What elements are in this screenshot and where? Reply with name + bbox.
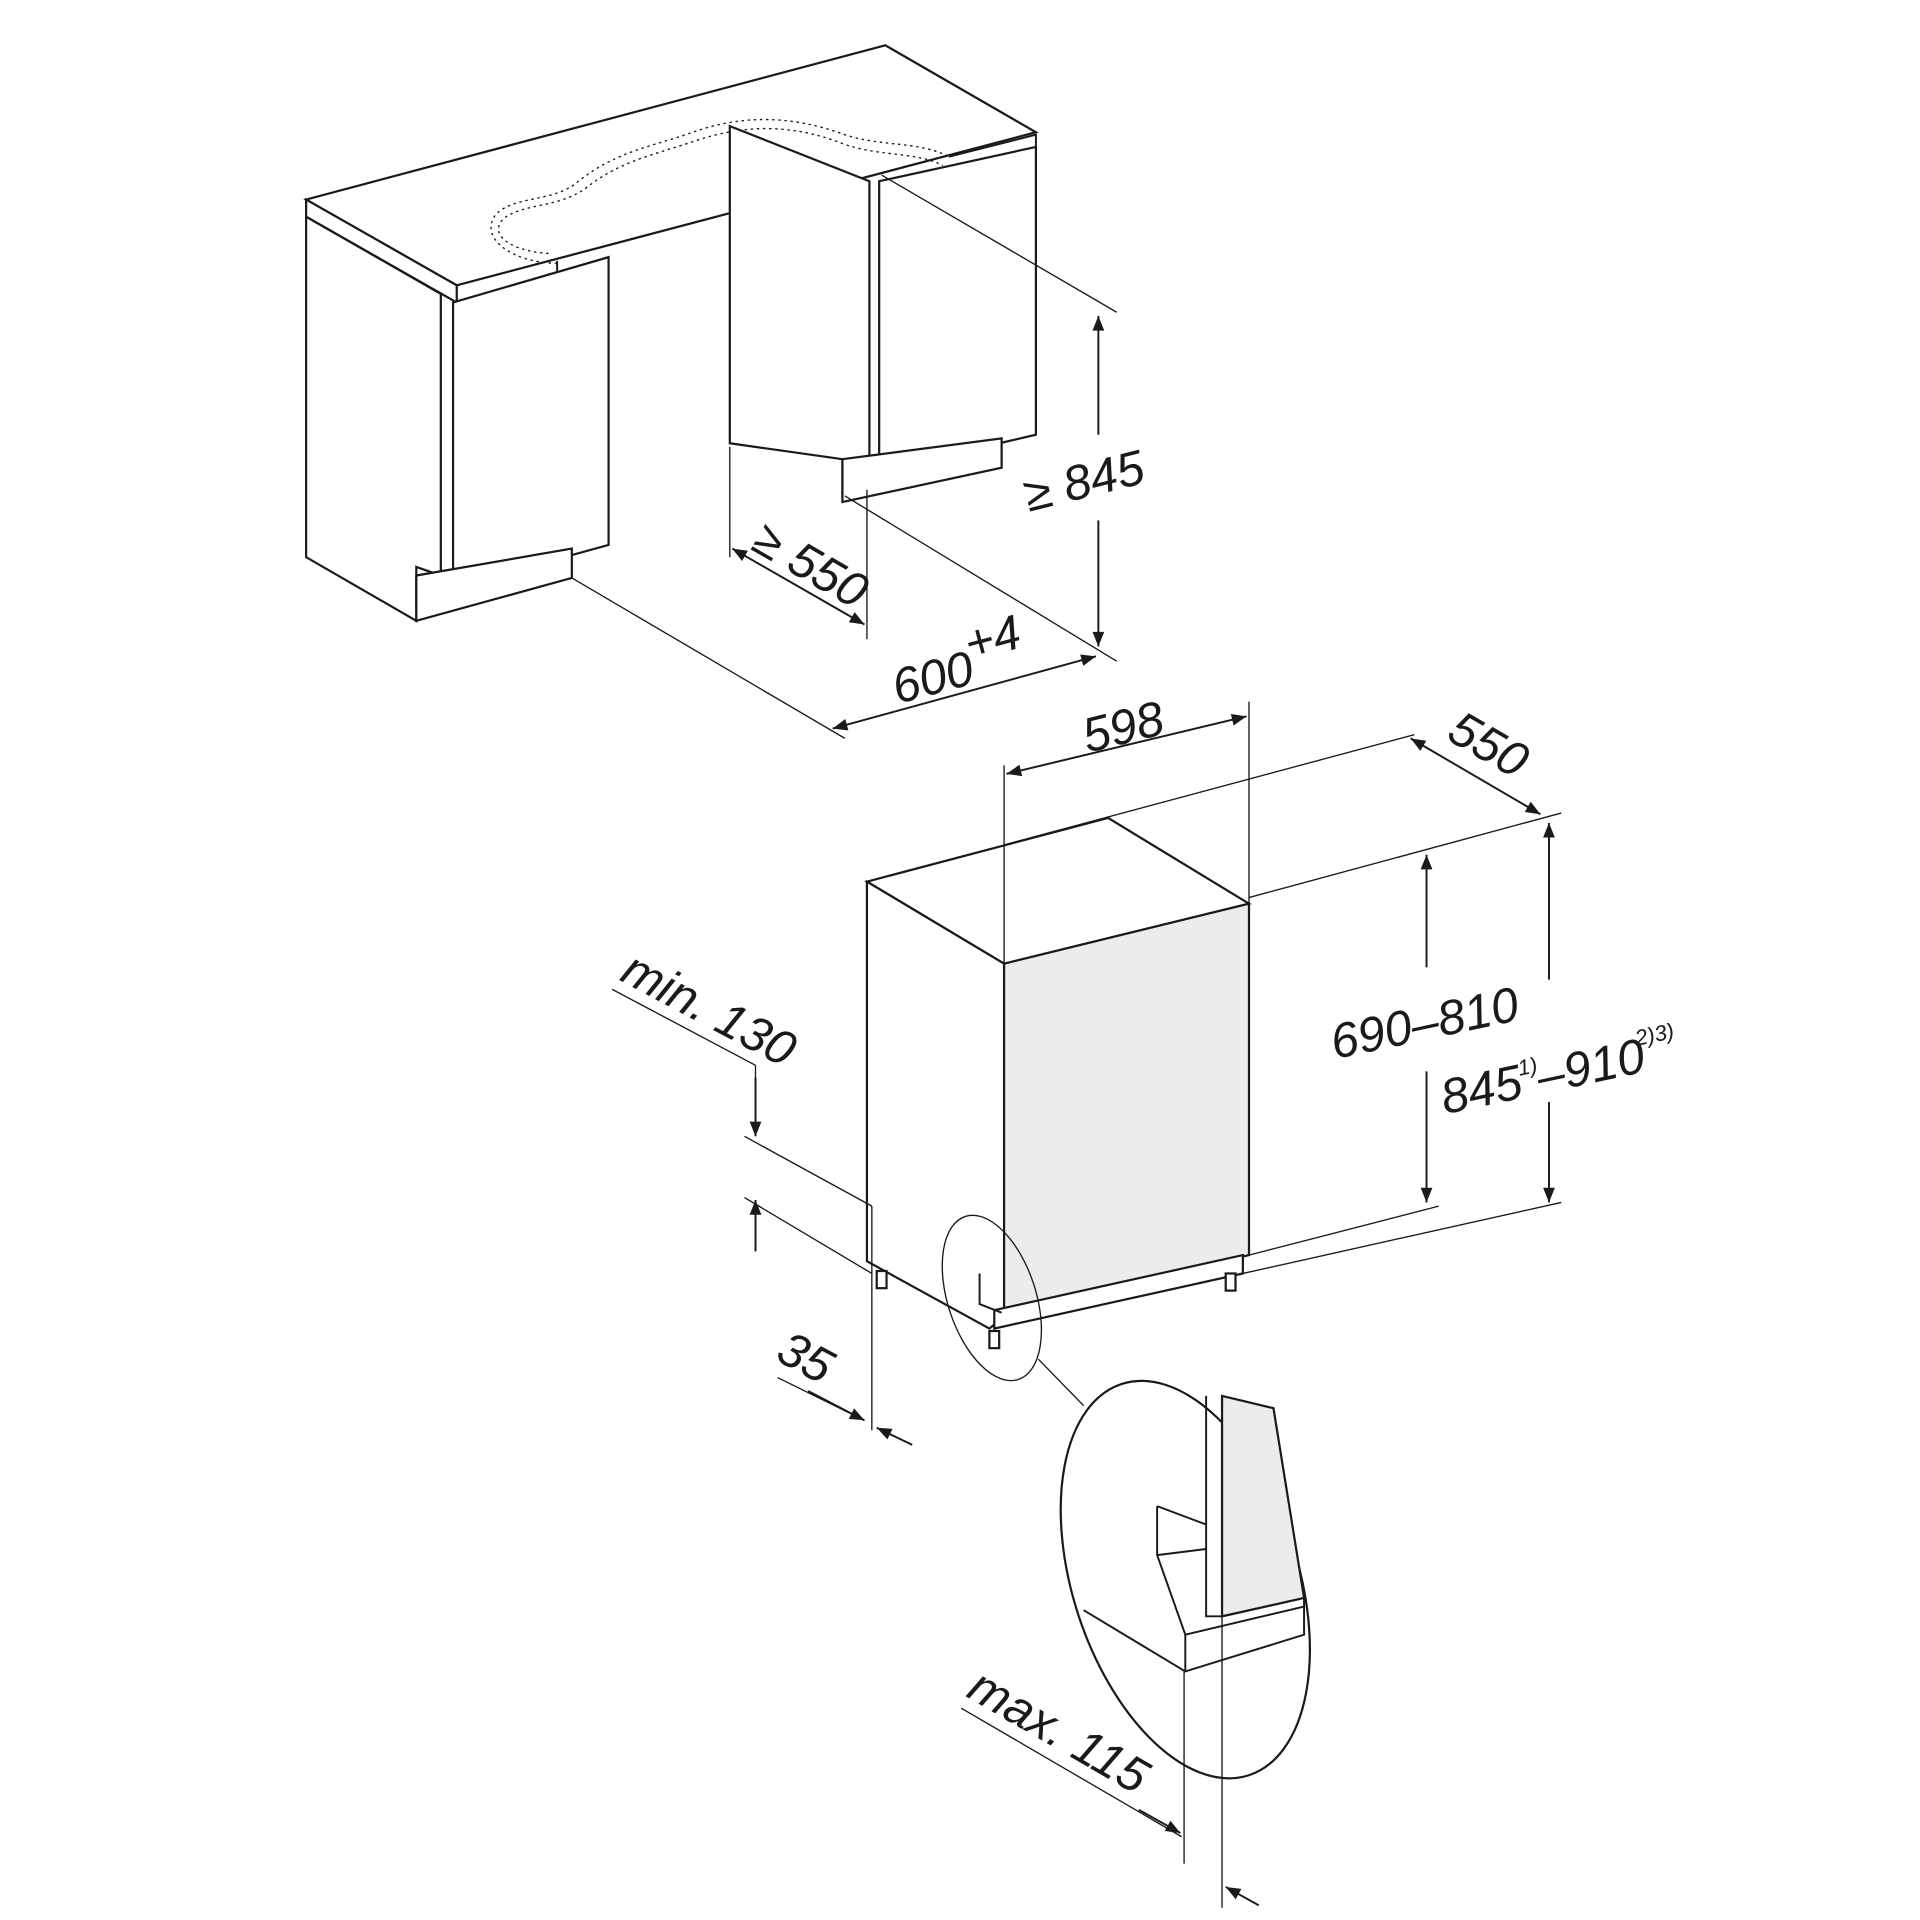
- foot-front: [988, 1329, 1001, 1350]
- foot-right: [1224, 1272, 1237, 1292]
- right-cabinet-door: [878, 145, 1038, 473]
- foot-left: [875, 1269, 888, 1290]
- left-cabinet-door: [451, 255, 610, 590]
- appliance-width-label: 598: [1077, 692, 1169, 764]
- niche-width-tolerance: +4: [959, 605, 1027, 672]
- niche-height-label: ≥ 845: [1018, 440, 1150, 522]
- appliance-height-max: –910: [1531, 1029, 1650, 1105]
- dishwasher: [864, 816, 1252, 1350]
- appliance-depth-line: [1410, 737, 1541, 816]
- appliance-height-min-note: 1): [1515, 1052, 1539, 1081]
- door-height-label: 690–810: [1326, 977, 1524, 1069]
- appliance-height-max-note: 2)3): [1632, 1018, 1677, 1051]
- width-dim-line: [832, 654, 1097, 731]
- right-cabinet-plinth: [841, 437, 1003, 504]
- depth-dim-line: [731, 547, 865, 626]
- niche-width-label: 600: [886, 641, 979, 714]
- appliance-depth-label: 550: [1439, 701, 1537, 789]
- niche-dimensions: ≥ 845 ≥ 550 600 +4: [571, 174, 1151, 739]
- plinth-height-label: min. 130: [613, 942, 804, 1078]
- appliance-height-min: 845: [1436, 1055, 1528, 1125]
- appliance-width-line: [1006, 714, 1247, 777]
- dishwasher-door: [1002, 902, 1251, 1315]
- right-cabinet-side: [728, 124, 871, 498]
- left-cabinet-side: [305, 214, 442, 623]
- plinth-setback-label: 35: [769, 1321, 843, 1395]
- detail-circle-small: [941, 1214, 1043, 1382]
- niche-cabinets: [303, 44, 1039, 623]
- niche-depth-label: ≥ 550: [744, 511, 877, 619]
- detail-magnifier: [941, 1214, 1311, 1780]
